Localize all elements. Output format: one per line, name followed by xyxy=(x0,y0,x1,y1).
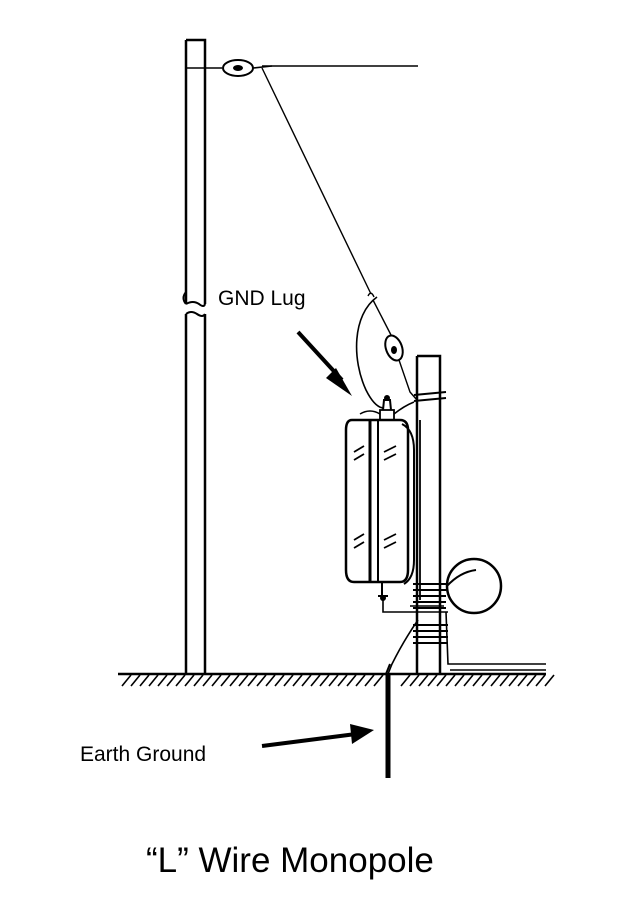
ground-hatch-mark xyxy=(274,674,285,687)
ground-hatch-mark xyxy=(364,674,375,687)
ground-hatch-mark xyxy=(202,674,213,687)
ground-hatch-mark xyxy=(229,674,240,687)
ground-hatch-mark xyxy=(445,674,456,687)
ground-hatch-mark xyxy=(355,674,366,687)
short-pole xyxy=(413,354,448,674)
ground-hatch-mark xyxy=(292,674,303,687)
ground-hatch-mark xyxy=(265,674,276,687)
ground-hatch-mark xyxy=(184,674,195,687)
earth-ground-rod xyxy=(385,663,391,778)
coil-spool xyxy=(440,557,503,615)
ground-hatch-mark xyxy=(373,674,384,687)
ground-hatch-mark xyxy=(526,674,537,687)
ground-hatch-mark xyxy=(346,674,357,687)
ground-hatch-mark xyxy=(211,674,222,687)
ground-hatch-mark xyxy=(319,674,330,687)
ground-hatch-mark xyxy=(256,674,267,687)
ground-hatch-mark xyxy=(121,674,132,687)
enclosure-box xyxy=(344,395,415,601)
ground-hatch-mark xyxy=(193,674,204,687)
ground-hatch-mark xyxy=(409,674,420,687)
ground-hatch-mark xyxy=(157,674,168,687)
ground-surface xyxy=(118,672,555,687)
ground-hatch-mark xyxy=(481,674,492,687)
ground-hatch-mark xyxy=(238,674,249,687)
diagram-caption: “L” Wire Monopole xyxy=(146,841,434,880)
ground-hatch-mark xyxy=(499,674,510,687)
ground-hatch-mark xyxy=(139,674,150,687)
ground-hatch-mark xyxy=(472,674,483,687)
ground-hatch-mark xyxy=(148,674,159,687)
pole-wiring xyxy=(382,420,546,675)
ground-hatch-mark xyxy=(328,674,339,687)
ground-hatch-mark xyxy=(301,674,312,687)
ground-hatch-mark xyxy=(544,674,555,687)
ground-hatch-mark xyxy=(508,674,519,687)
gnd-lug xyxy=(359,395,415,421)
ground-hatch-mark xyxy=(400,674,411,687)
ground-hatch-mark xyxy=(517,674,528,687)
ground-hatch-mark xyxy=(283,674,294,687)
ground-hatch-mark xyxy=(337,674,348,687)
ground-hatch-mark xyxy=(166,674,177,687)
ground-hatch-mark xyxy=(463,674,474,687)
tall-pole xyxy=(182,38,207,674)
ground-hatch-mark xyxy=(130,674,141,687)
gnd-lug-label: GND Lug xyxy=(218,287,306,310)
ground-hatch-mark xyxy=(220,674,231,687)
ground-hatch-mark xyxy=(490,674,501,687)
ground-hatch-mark xyxy=(247,674,258,687)
ground-hatch-mark xyxy=(310,674,321,687)
ground-hatch-mark xyxy=(436,674,447,687)
gnd-lug-arrow xyxy=(296,330,352,396)
ground-hatch-mark xyxy=(454,674,465,687)
down-lead-wire xyxy=(261,67,418,409)
top-insulator xyxy=(186,59,418,77)
ground-hatch-mark xyxy=(427,674,438,687)
ground-hatch-mark xyxy=(175,674,186,687)
ground-hatch-mark xyxy=(535,674,546,687)
ground-hatch-mark xyxy=(418,674,429,687)
earth-ground-arrow xyxy=(261,724,374,748)
earth-ground-label: Earth Ground xyxy=(80,743,206,766)
